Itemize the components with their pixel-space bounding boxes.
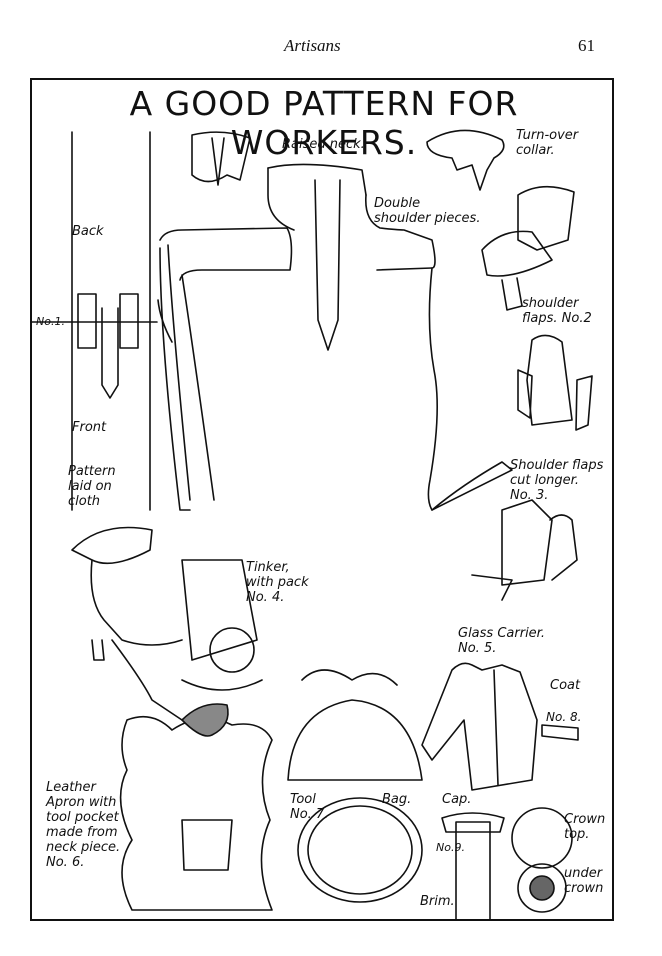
label-shoulder-flaps-3: Shoulder flaps cut longer. No. 3. xyxy=(510,458,604,503)
tool-bag-drawing xyxy=(287,669,423,903)
tinker-drawing xyxy=(71,526,263,721)
illustration-plate: A GOOD PATTERN FOR WORKERS. xyxy=(30,78,614,921)
label-turn-over-collar: Turn-over collar. xyxy=(516,128,579,158)
label-no8: No. 8. xyxy=(546,710,582,724)
label-back: Back xyxy=(72,224,104,239)
label-under-crown: under crown xyxy=(564,866,604,896)
label-no9: No.9. xyxy=(436,841,465,854)
tunic-pattern-drawing xyxy=(157,163,513,511)
label-leather-apron: Leather Apron with tool pocket made from… xyxy=(46,780,121,870)
label-crown-top: Crown top. xyxy=(564,812,606,842)
label-tinker: Tinker, with pack No. 4. xyxy=(246,560,309,605)
label-shoulder-flaps-2: shoulder flaps. No.2 xyxy=(522,296,592,326)
page-number: 61 xyxy=(578,36,595,55)
cap-drawing xyxy=(441,807,573,919)
leather-apron-drawing xyxy=(119,703,273,911)
label-front: Front xyxy=(72,420,107,435)
label-tool: Tool No. 7. xyxy=(290,792,329,822)
pattern-strip-drawing xyxy=(32,131,158,511)
label-bag: Bag. xyxy=(382,792,412,807)
label-double-shoulder: Double shoulder pieces. xyxy=(374,196,481,226)
glass-carrier-drawing xyxy=(471,499,578,601)
label-raised-neck: Raised neck. xyxy=(282,137,365,152)
label-cap: Cap. xyxy=(442,792,472,807)
label-coat: Coat xyxy=(550,678,581,693)
label-pattern-laid: Pattern laid on cloth xyxy=(68,464,116,509)
label-brim: Brim. xyxy=(420,894,455,909)
running-head: Artisans 61 xyxy=(0,36,662,60)
plate-title: A GOOD PATTERN FOR WORKERS. xyxy=(129,84,519,162)
collar-drawings xyxy=(191,129,593,431)
coat-drawing xyxy=(421,662,579,791)
label-glass-carrier: Glass Carrier. No. 5. xyxy=(458,626,545,656)
garment-pattern-illustration xyxy=(32,129,593,919)
label-no1: No.1. xyxy=(36,315,65,328)
section-title: Artisans xyxy=(284,36,341,55)
